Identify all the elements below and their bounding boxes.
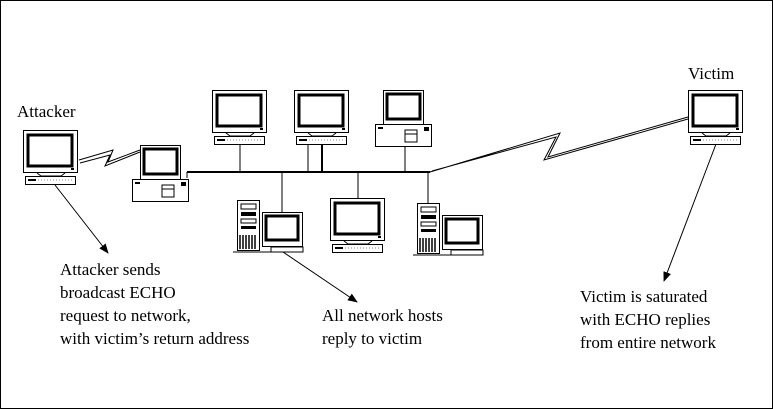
arrow-icon xyxy=(282,251,358,303)
caption-line: request to network, xyxy=(60,306,191,325)
victim-computer xyxy=(687,89,744,146)
arrow-icon xyxy=(54,184,109,254)
victim-note: Victim is saturated with ECHO replies fr… xyxy=(580,287,716,352)
caption-line: Attacker sends xyxy=(60,260,161,279)
network-host-monitor xyxy=(293,89,350,146)
network-bus xyxy=(186,145,430,212)
lightning-link-icon xyxy=(429,116,689,173)
attacker-computer xyxy=(22,129,79,186)
attacker-label: Attacker xyxy=(17,102,76,121)
network-host-desktop xyxy=(131,144,190,203)
hosts-note: All network hosts reply to victim xyxy=(322,306,443,348)
network-host-monitor xyxy=(211,89,268,146)
network-host-monitor xyxy=(329,197,386,254)
victim-label: Victim xyxy=(688,64,734,83)
caption-line: Victim is saturated xyxy=(580,287,708,306)
arrow-icon xyxy=(663,143,717,282)
caption-line: broadcast ECHO xyxy=(60,283,176,302)
caption-line: with ECHO replies xyxy=(580,310,710,329)
caption-line: with victim’s return address xyxy=(60,329,249,348)
caption-line: All network hosts xyxy=(322,306,443,325)
caption-line: from entire network xyxy=(580,333,716,352)
caption-line: reply to victim xyxy=(322,329,422,348)
lightning-link-icon xyxy=(78,149,141,167)
network-host-desktop xyxy=(374,89,433,148)
attacker-note: Attacker sends broadcast ECHO request to… xyxy=(60,260,249,348)
